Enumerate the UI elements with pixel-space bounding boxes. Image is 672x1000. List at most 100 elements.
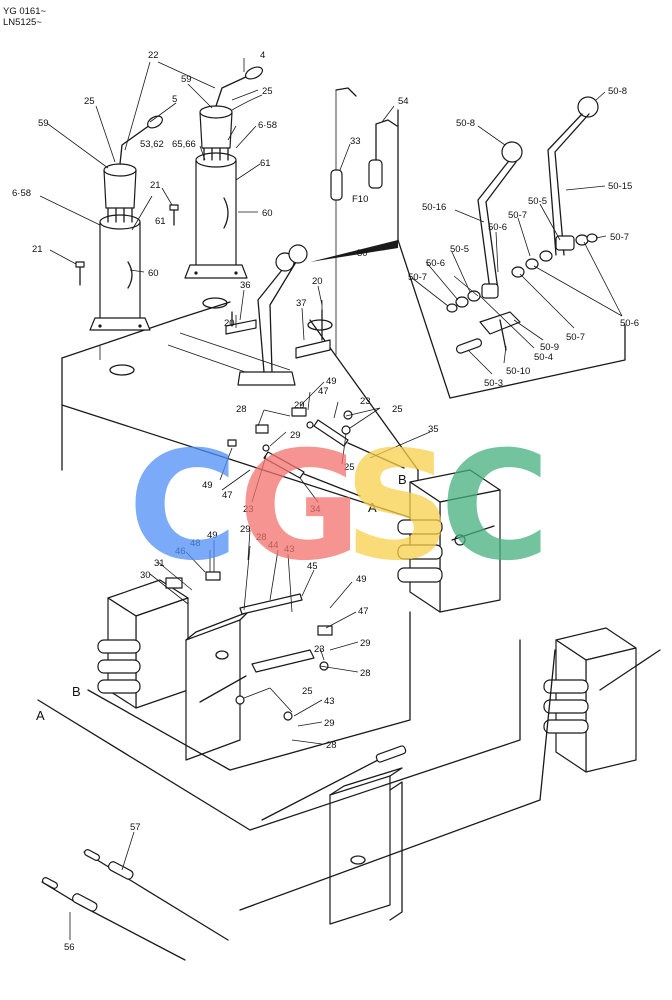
callout-50-7: 50-7 [408, 272, 427, 283]
callout-50-7: 50-7 [566, 332, 585, 343]
callout-60: 60 [148, 268, 159, 279]
callout-43: 43 [284, 544, 295, 555]
callout-50-6: 50-6 [488, 222, 507, 233]
callout-21: 21 [32, 244, 43, 255]
lever-exploded-inset [397, 96, 626, 399]
callout-56: 56 [64, 942, 75, 953]
callout-25: 25 [262, 86, 273, 97]
valve-assembly-far-right [543, 627, 661, 773]
callout-50-16: 50-16 [422, 202, 446, 213]
callout-6-58: 6·58 [258, 120, 277, 131]
callout-6-58: 6·58 [12, 188, 31, 199]
callout-49: 49 [207, 530, 218, 541]
callout-28: 28 [236, 404, 247, 415]
callout-50-8: 50-8 [608, 86, 627, 97]
callout-50-10: 50-10 [506, 366, 530, 377]
callout-53-62: 53,62 [140, 139, 164, 150]
callout-49: 49 [356, 574, 367, 585]
callout-29: 29 [360, 638, 371, 649]
callout-25: 25 [344, 462, 355, 473]
callout-49: 49 [202, 480, 213, 491]
callout-50-6: 50-6 [426, 258, 445, 269]
callout-54: 54 [398, 96, 409, 107]
bracket-bottom [329, 767, 403, 925]
callout-61: 61 [260, 158, 271, 169]
callout-b-top: B [398, 472, 407, 487]
callout-50-7: 50-7 [610, 232, 629, 243]
callout-33: 33 [350, 136, 361, 147]
callout-44: 44 [268, 540, 279, 551]
callout-50-4: 50-4 [534, 352, 553, 363]
callout-35: 35 [428, 424, 439, 435]
callout-4: 4 [260, 50, 265, 61]
callout-5: 5 [172, 94, 177, 105]
callout-59: 59 [38, 118, 49, 129]
callout-61: 61 [155, 216, 166, 227]
callout-28: 28 [326, 740, 337, 751]
callout-29: 29 [324, 718, 335, 729]
bolt-21-center [169, 204, 179, 226]
main-levers-50 [237, 240, 398, 386]
callout-46: 46 [175, 546, 186, 557]
callout-29: 29 [290, 430, 301, 441]
callout-25: 25 [84, 96, 95, 107]
callout-20: 20 [224, 318, 235, 329]
callout-57: 57 [130, 822, 141, 833]
callout-47: 47 [358, 606, 369, 617]
callout-50-5: 50-5 [528, 196, 547, 207]
callout-50-15: 50-15 [608, 181, 632, 192]
callout-f10: F10 [352, 194, 368, 205]
callout-47: 47 [222, 490, 233, 501]
cable-56 [41, 877, 186, 961]
callout-22: 22 [148, 50, 159, 61]
header-serial-2: LN5125~ [3, 17, 42, 28]
callout-50-3: 50-3 [484, 378, 503, 389]
leader-lines [39, 58, 623, 940]
bolt-21-left [75, 261, 85, 286]
linkage-lower [199, 571, 333, 721]
callout-21: 21 [150, 180, 161, 191]
callout-59: 59 [181, 74, 192, 85]
callout-28: 28 [360, 668, 371, 679]
callout-25: 25 [302, 686, 313, 697]
callout-29: 29 [294, 400, 305, 411]
callout-b-bottom: B [72, 684, 81, 699]
callout-47: 47 [318, 386, 329, 397]
callout-28: 28 [256, 532, 267, 543]
callout-a-top: A [368, 500, 377, 515]
callout-a-bottom: A [36, 708, 45, 723]
callout-45: 45 [307, 561, 318, 572]
watermark-letter-c: C [440, 420, 550, 594]
callout-31: 31 [154, 558, 165, 569]
bracket-36 [225, 311, 257, 335]
callout-50-5: 50-5 [450, 244, 469, 255]
callout-37: 37 [296, 298, 307, 309]
cable-routing-lines [37, 611, 556, 911]
bracket-37 [295, 309, 331, 359]
callout-50-6: 50-6 [620, 318, 639, 329]
callout-43: 43 [324, 696, 335, 707]
callout-23: 23 [243, 504, 254, 515]
callout-65-66: 65,66 [172, 139, 196, 150]
left-lever-tower [89, 115, 163, 331]
callout-30: 30 [140, 570, 151, 581]
callout-29: 29 [240, 524, 251, 535]
callout-60: 60 [262, 208, 273, 219]
bracket-left [185, 611, 249, 761]
watermark-letter-c: C [128, 420, 238, 594]
watermark-logo: C G S C [128, 420, 550, 594]
callout-20: 20 [312, 276, 323, 287]
callout-labels: 22 4 59 25 5 25 59 53,62 65,66 6·58 61 2… [12, 50, 639, 953]
valve-assembly-left [97, 577, 189, 709]
callout-50-8: 50-8 [456, 118, 475, 129]
callout-50: 50 [357, 248, 368, 259]
callout-50-9: 50-9 [540, 342, 559, 353]
callout-25: 25 [392, 404, 403, 415]
center-lever-tower [184, 66, 264, 279]
header-serial-1: YG 0161~ [3, 6, 46, 17]
rod-33 [330, 87, 357, 201]
callout-34: 34 [310, 504, 321, 515]
rod-54 [368, 119, 398, 189]
cable-57 [83, 849, 229, 941]
